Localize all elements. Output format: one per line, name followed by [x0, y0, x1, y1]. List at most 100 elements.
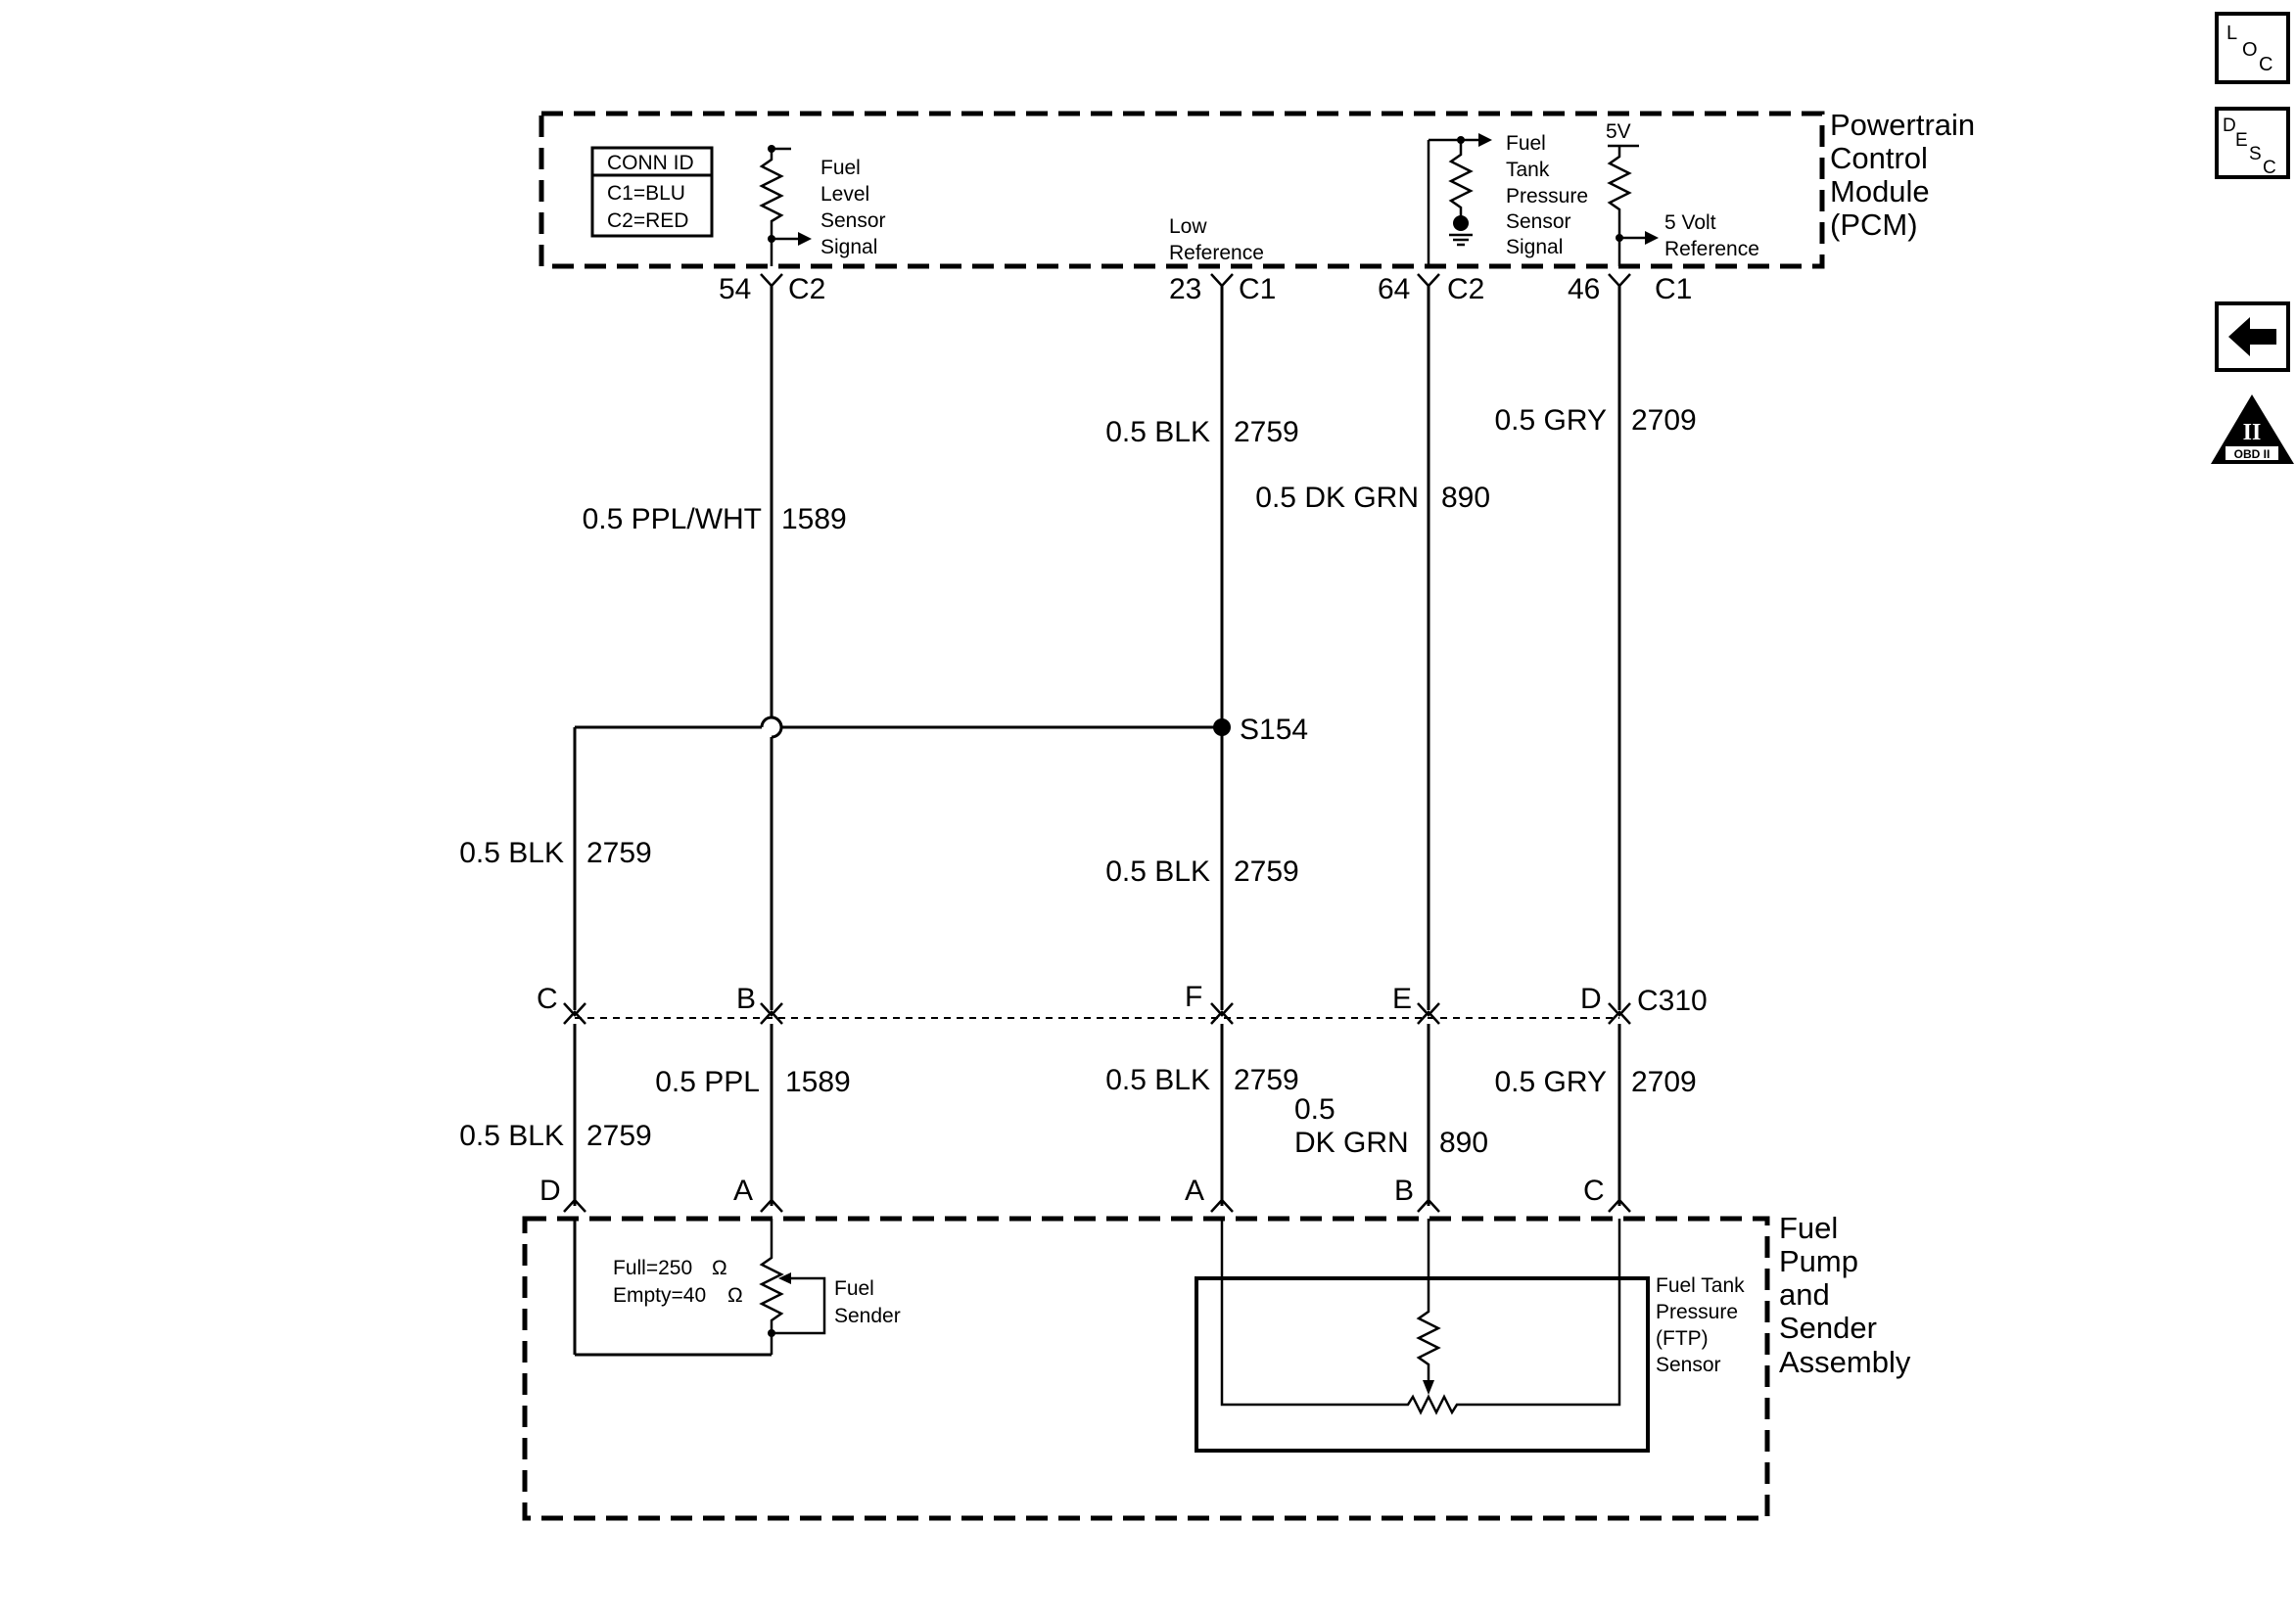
pin-64-conn: C2	[1447, 273, 1484, 305]
pin-54-num: 54	[719, 273, 751, 305]
sender-full: Full=250	[613, 1257, 692, 1279]
conn-id-c1: C1=BLU	[607, 182, 685, 205]
pin-64-num: 64	[1378, 273, 1410, 305]
wire-ppl-wht-color: 0.5 PPL/WHT	[583, 503, 762, 535]
low-reference-label-2: Reference	[1169, 242, 1264, 264]
ftp-signal-label-2: Tank	[1506, 159, 1550, 181]
sender-label-2: Sender	[834, 1305, 901, 1327]
pin-46-conn: C1	[1655, 273, 1692, 305]
desc-e: E	[2235, 130, 2248, 151]
sender-full-ohm: Ω	[712, 1257, 727, 1279]
ftp-sensor: Fuel Tank Pressure (FTP) Sensor	[1195, 1219, 1745, 1453]
c310-pin-d: D	[1580, 983, 1602, 1015]
obd-bottom: OBD II	[2234, 447, 2271, 461]
c310-pin-e: E	[1392, 983, 1412, 1015]
upper-wire-labels: 0.5 PPL/WHT 1589 0.5 BLK 2759 0.5 DK GRN…	[459, 404, 1697, 888]
pin-23-conn: C1	[1239, 273, 1276, 305]
wire-gry-circuit: 2709	[1631, 404, 1697, 437]
connector-c310: C B F E D C310	[537, 981, 1708, 1025]
back-button[interactable]	[2215, 301, 2290, 372]
pin-46-num: 46	[1568, 273, 1600, 305]
low-reference-label-1: Low	[1169, 215, 1207, 238]
wire-gry-color: 0.5 GRY	[1494, 404, 1607, 437]
ftp-label-1: Fuel Tank	[1656, 1274, 1745, 1297]
pcm-title-2: Control	[1830, 141, 1928, 175]
desc-d: D	[2223, 116, 2236, 136]
loc-l: L	[2226, 23, 2237, 44]
wire-blk-top-circuit: 2759	[1234, 416, 1299, 448]
ftp-label-2: Pressure	[1656, 1301, 1738, 1323]
pcm-title-1: Powertrain	[1830, 108, 1975, 142]
splice-s154-label: S154	[1240, 714, 1308, 746]
pcm-module: Powertrain Control Module (PCM) CONN ID …	[539, 108, 1975, 269]
pump-title-3: and	[1779, 1277, 1830, 1312]
pump-title-4: Sender	[1779, 1311, 1877, 1345]
pump-pin-a2: A	[1185, 1175, 1204, 1207]
pump-title-2: Pump	[1779, 1244, 1858, 1278]
fuel-sender: Full=250 Ω Empty=40 Ω Fuel Sender	[573, 1219, 901, 1357]
pcm-pins: 54 C2 23 C1 64 C2 46 C1	[719, 273, 1692, 305]
fuel-level-label-4: Signal	[820, 236, 877, 258]
lower-wire-labels: 0.5 PPL 1589 0.5 BLK 2759 0.5 DK GRN 890…	[459, 1064, 1697, 1159]
fuel-level-label-1: Fuel	[820, 157, 861, 179]
conn-id-header: CONN ID	[607, 152, 694, 174]
lower-blk-mid-color: 0.5 BLK	[1105, 1064, 1210, 1096]
fuel-pump-assembly: Fuel Pump and Sender Assembly Full=250 Ω…	[522, 1211, 1911, 1521]
ftp-label-3: (FTP)	[1656, 1327, 1709, 1350]
obd-top: II	[2243, 420, 2262, 445]
loc-c: C	[2259, 54, 2273, 75]
desc-button[interactable]: D E S C	[2215, 107, 2290, 179]
lower-ppl-circuit: 1589	[785, 1066, 851, 1098]
pcm-title-4: (PCM)	[1830, 208, 1918, 242]
wire-ppl-wht-circuit: 1589	[781, 503, 847, 535]
lower-blk-mid-circuit: 2759	[1234, 1064, 1299, 1096]
pump-title-5: Assembly	[1779, 1345, 1911, 1379]
pcm-fuel-level-circuit: Fuel Level Sensor Signal	[759, 145, 886, 266]
lower-ppl-color: 0.5 PPL	[655, 1066, 760, 1098]
arrow-left-icon	[2228, 317, 2276, 356]
loc-button[interactable]: L O C	[2215, 12, 2290, 84]
desc-c: C	[2263, 158, 2276, 178]
ftp-label-4: Sensor	[1656, 1354, 1721, 1376]
conn-id-c2: C2=RED	[607, 209, 688, 232]
pump-pin-c: C	[1583, 1175, 1605, 1207]
lower-dk-grn-line-2: DK GRN	[1294, 1127, 1409, 1159]
pcm-title-3: Module	[1830, 174, 1930, 208]
obd-ii-button[interactable]: II OBD II	[2211, 394, 2294, 464]
sender-empty-ohm: Ω	[727, 1284, 743, 1307]
c310-pin-f: F	[1185, 981, 1202, 1013]
sender-empty: Empty=40	[613, 1284, 706, 1307]
sender-label-1: Fuel	[834, 1277, 874, 1300]
ftp-signal-label-4: Sensor	[1506, 210, 1571, 233]
lower-dk-grn-line-1: 0.5	[1294, 1093, 1335, 1126]
desc-s: S	[2249, 144, 2262, 164]
lower-dk-grn-circuit: 890	[1439, 1127, 1488, 1159]
wire-blk-mid-circuit: 2759	[1234, 855, 1299, 888]
wires	[573, 286, 1621, 1010]
pump-title-1: Fuel	[1779, 1211, 1838, 1245]
pcm-ftp-circuit: Fuel Tank Pressure Sensor Signal	[1427, 132, 1588, 266]
five-v-label: 5V	[1606, 120, 1631, 143]
loc-o: O	[2242, 39, 2258, 61]
fuel-level-label-3: Sensor	[820, 209, 886, 232]
pump-pin-a1: A	[733, 1175, 753, 1207]
ftp-signal-label-1: Fuel	[1506, 132, 1546, 155]
five-volt-ref-label-1: 5 Volt	[1664, 211, 1716, 234]
lower-gry-color: 0.5 GRY	[1494, 1066, 1607, 1098]
wire-blk-mid-color: 0.5 BLK	[1105, 855, 1210, 888]
pump-connector: D A A B C	[539, 1175, 1631, 1213]
conn-id-table: CONN ID C1=BLU C2=RED	[590, 146, 714, 238]
ftp-signal-label-3: Pressure	[1506, 185, 1588, 208]
c310-name: C310	[1637, 985, 1708, 1017]
wire-dk-grn-color: 0.5 DK GRN	[1255, 482, 1419, 514]
c310-pin-b: B	[736, 983, 756, 1015]
wire-blk-top-color: 0.5 BLK	[1105, 416, 1210, 448]
ftp-signal-label-5: Signal	[1506, 236, 1563, 258]
wire-blk-left-color: 0.5 BLK	[459, 837, 564, 869]
c310-pin-c: C	[537, 983, 558, 1015]
pump-pin-d: D	[539, 1175, 561, 1207]
wire-blk-left-circuit: 2759	[586, 837, 652, 869]
wire-dk-grn-circuit: 890	[1441, 482, 1490, 514]
pcm-5v-circuit: 5V 5 Volt Reference	[1606, 120, 1759, 266]
splice-s154-dot	[1213, 718, 1231, 736]
